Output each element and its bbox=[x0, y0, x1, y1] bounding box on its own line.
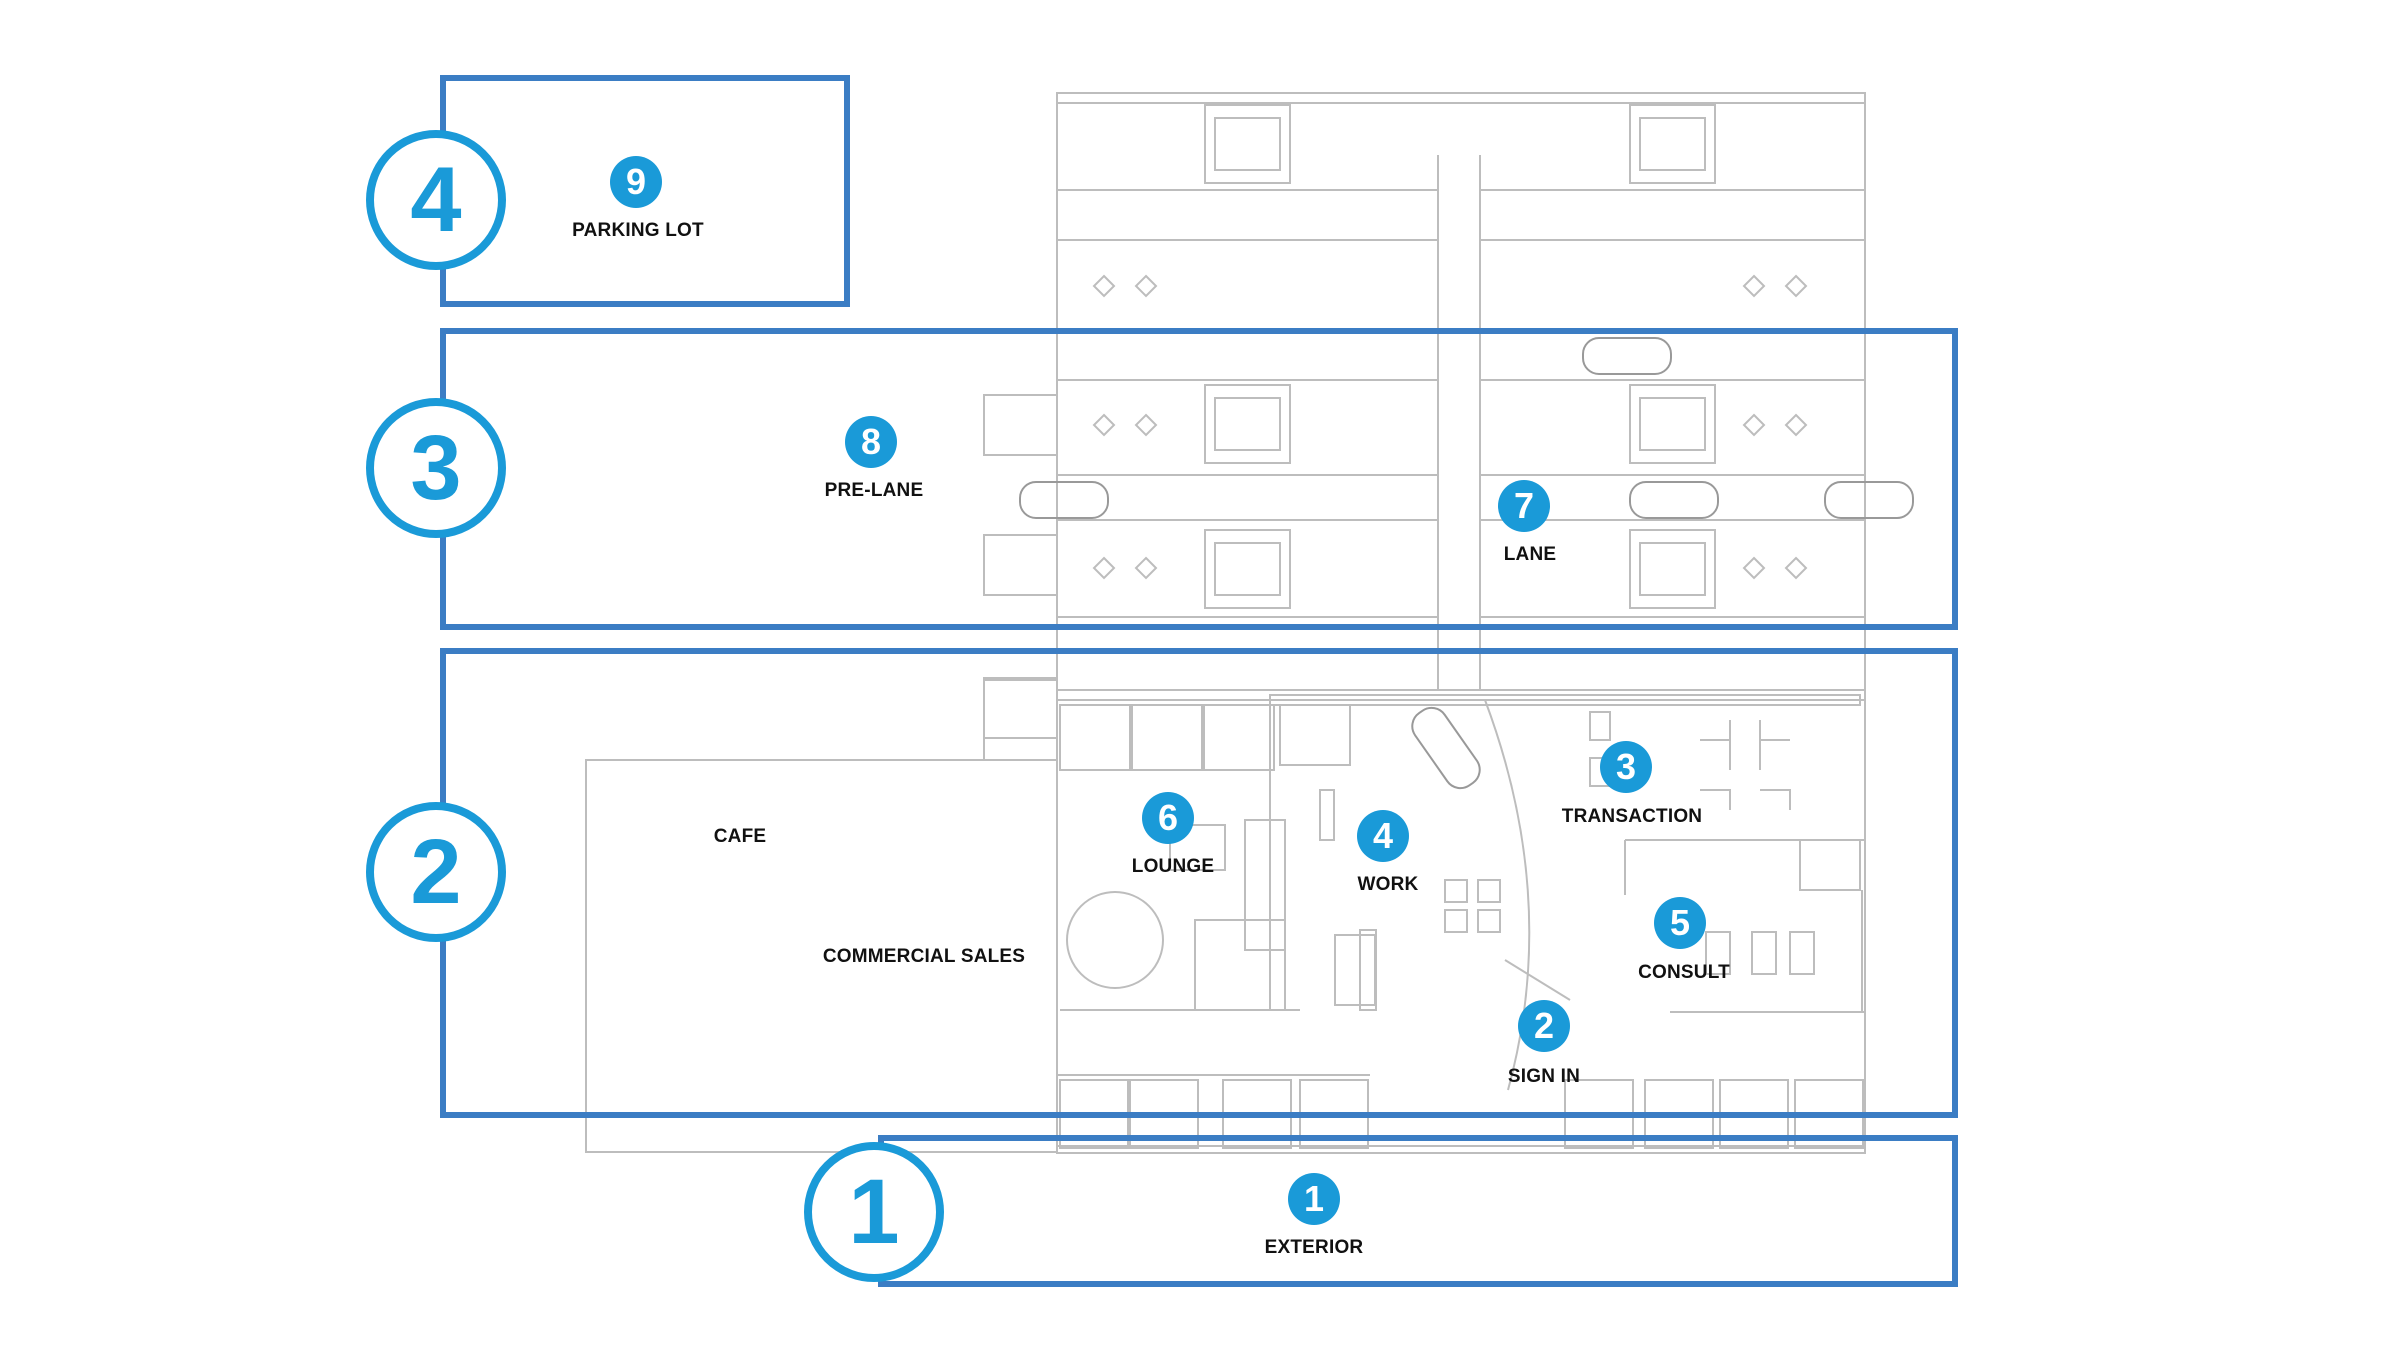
station-2-label: SIGN IN bbox=[1507, 1066, 1581, 1087]
station-9-label: PARKING LOT bbox=[572, 220, 704, 241]
station-1-badge: 1 bbox=[1288, 1173, 1340, 1225]
station-8-label: PRE-LANE bbox=[824, 480, 924, 501]
station-6-label: LOUNGE bbox=[1131, 856, 1215, 877]
station-3-label: TRANSACTION bbox=[1561, 806, 1703, 827]
commercial-sales-label: COMMERCIAL SALES bbox=[822, 946, 1026, 967]
zone-4-number: 4 bbox=[366, 130, 506, 270]
building-outline bbox=[1056, 92, 1866, 1154]
zone-2-number: 2 bbox=[366, 802, 506, 942]
zone-2-box bbox=[440, 648, 1958, 1118]
station-1-label: EXTERIOR bbox=[1264, 1237, 1364, 1258]
zone-1-box bbox=[878, 1135, 1958, 1287]
station-3-badge: 3 bbox=[1600, 741, 1652, 793]
zone-1-number: 1 bbox=[804, 1142, 944, 1282]
station-7-label: LANE bbox=[1503, 544, 1557, 565]
station-5-label: CONSULT bbox=[1638, 962, 1730, 983]
station-7-badge: 7 bbox=[1498, 480, 1550, 532]
station-5-badge: 5 bbox=[1654, 897, 1706, 949]
station-4-badge: 4 bbox=[1357, 810, 1409, 862]
station-6-badge: 6 bbox=[1142, 792, 1194, 844]
station-9-badge: 9 bbox=[610, 156, 662, 208]
zone-3-number: 3 bbox=[366, 398, 506, 538]
cafe-label: CAFE bbox=[713, 826, 767, 847]
station-8-badge: 8 bbox=[845, 416, 897, 468]
lift-symbol bbox=[1204, 104, 1716, 609]
station-4-label: WORK bbox=[1357, 874, 1419, 895]
zone-3-box bbox=[440, 328, 1958, 630]
station-2-badge: 2 bbox=[1518, 1000, 1570, 1052]
